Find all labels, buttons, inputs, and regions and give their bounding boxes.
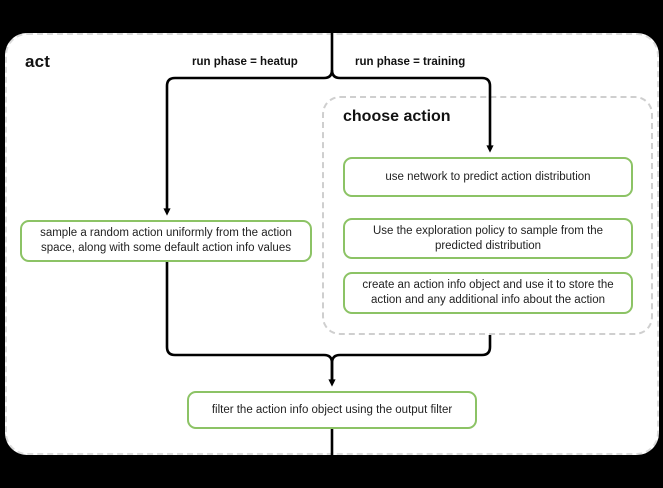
node-create-action-info[interactable]: create an action info object and use it … (343, 272, 633, 314)
group-choose-action-label: choose action (343, 108, 451, 125)
node-sample-random-action[interactable]: sample a random action uniformly from th… (20, 220, 312, 262)
node-use-network-predict[interactable]: use network to predict action distributi… (343, 157, 633, 197)
edge-label-heatup: run phase = heatup (192, 56, 298, 68)
edge-label-training: run phase = training (355, 56, 466, 68)
node-exploration-policy-sample[interactable]: Use the exploration policy to sample fro… (343, 218, 633, 259)
node-filter-action-info[interactable]: filter the action info object using the … (187, 391, 477, 429)
group-act-label: act (25, 52, 51, 71)
